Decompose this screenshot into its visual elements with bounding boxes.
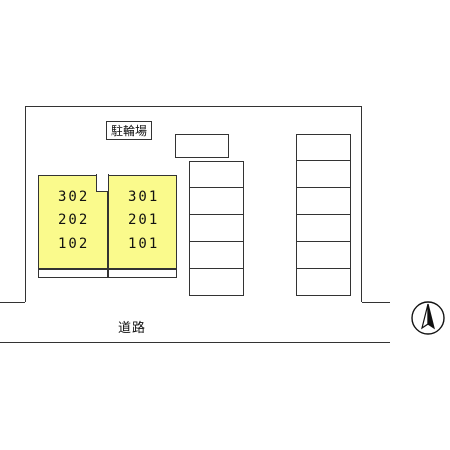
building-footing-left <box>38 269 108 278</box>
north-arrow-icon <box>410 300 446 336</box>
road-label: 道路 <box>118 321 147 336</box>
parking-space <box>189 188 244 215</box>
parking-space <box>296 215 351 242</box>
parking-space <box>189 242 244 269</box>
parking-column-right <box>296 134 351 296</box>
unit-number: 301 <box>128 189 160 205</box>
building-wing-right <box>108 175 177 269</box>
parking-space <box>189 269 244 296</box>
unit-number: 101 <box>128 236 160 252</box>
building-footing-right <box>108 269 177 278</box>
road-edge-top-left <box>0 302 25 303</box>
parking-column-left <box>189 161 244 296</box>
unit-number: 201 <box>128 212 160 228</box>
road-edge-top-right <box>362 302 390 303</box>
parking-space <box>189 215 244 242</box>
parking-space <box>296 242 351 269</box>
building-entrance-notch <box>96 174 109 192</box>
parking-space <box>296 161 351 188</box>
unit-number: 302 <box>58 189 90 205</box>
unit-number: 102 <box>58 236 90 252</box>
parking-space <box>189 161 244 188</box>
parking-space <box>296 134 351 161</box>
bicycle-parking-label: 駐輪場 <box>106 121 153 140</box>
road-edge-bottom <box>0 342 390 343</box>
parking-space <box>296 188 351 215</box>
parking-space <box>296 269 351 296</box>
bicycle-parking-shed <box>175 134 229 158</box>
unit-number: 202 <box>58 212 90 228</box>
